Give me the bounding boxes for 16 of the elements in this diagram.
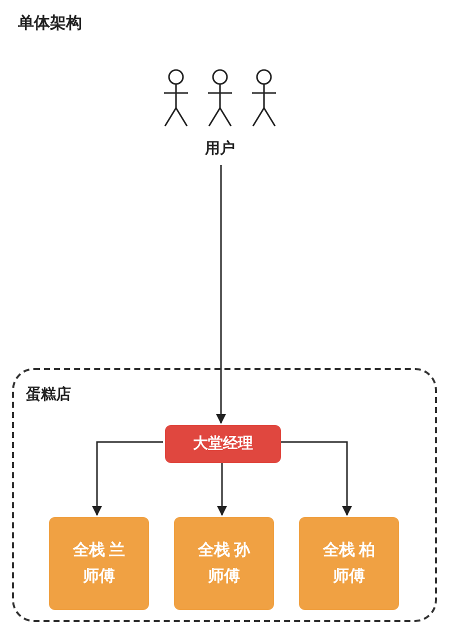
manager-box — [165, 425, 281, 463]
box-label: 全栈 兰师傅 — [72, 540, 126, 586]
box-label: 大堂经理 — [193, 434, 253, 454]
arrow — [217, 461, 227, 516]
worker-box — [49, 517, 149, 610]
arrow — [92, 441, 163, 516]
worker-box — [299, 517, 399, 610]
box-label: 全栈 柏师傅 — [322, 540, 376, 586]
actor-label: 用户 — [205, 139, 235, 159]
worker-box — [174, 517, 274, 610]
arrow — [279, 441, 352, 516]
group-boundary — [12, 368, 437, 622]
group-label: 蛋糕店 — [26, 385, 71, 405]
arrow — [216, 165, 226, 424]
diagram-title: 单体架构 — [18, 13, 82, 34]
box-label: 全栈 孙师傅 — [196, 540, 252, 586]
